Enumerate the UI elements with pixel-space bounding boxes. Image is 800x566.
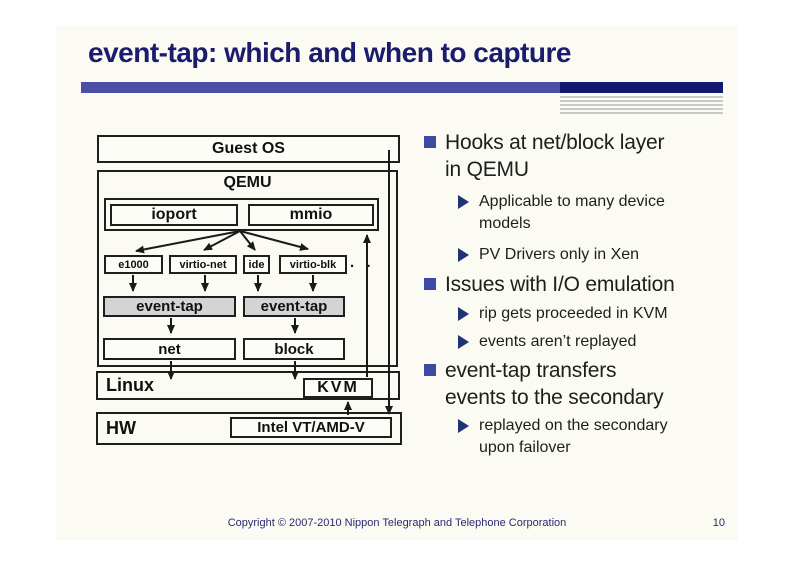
box-io-container <box>104 198 379 231</box>
event-tap-label: event-tap <box>260 298 328 315</box>
title-underline-right <box>560 82 723 93</box>
box-e1000: e1000 <box>104 255 163 274</box>
qemu-label: QEMU <box>223 174 272 191</box>
bullet-line: models <box>479 215 531 232</box>
box-virtio-blk: virtio-blk <box>279 255 347 274</box>
bullet-line: events to the secondary <box>445 386 664 409</box>
decor-line <box>560 108 723 110</box>
sub-bullet-item: PV Drivers only in Xen <box>479 244 639 266</box>
bullet-line: Hooks at net/block layer <box>445 131 665 154</box>
linux-label: Linux <box>106 375 154 395</box>
page-number: 10 <box>712 517 725 529</box>
intel-vt-label: Intel VT/AMD-V <box>257 419 365 436</box>
bullet-square-icon <box>424 278 436 290</box>
footer-copyright: Copyright © 2007-2010 Nippon Telegraph a… <box>227 517 567 529</box>
event-tap-label: event-tap <box>136 298 203 315</box>
bullet-line: in QEMU <box>445 158 529 181</box>
bullet-line: events aren’t replayed <box>479 333 637 350</box>
bullet-line: event-tap transfers <box>445 359 617 382</box>
slide: event-tap: which and when to capture Gue… <box>56 25 738 540</box>
box-kvm: KVM <box>303 378 373 398</box>
ioport-label: ioport <box>151 206 197 223</box>
bullet-line: rip gets proceeded in KVM <box>479 305 668 322</box>
box-net: net <box>103 338 236 360</box>
slide-title: event-tap: which and when to capture <box>88 37 571 68</box>
title-underline-left <box>81 82 560 93</box>
triangle-bullet-icon <box>458 195 469 209</box>
block-label: block <box>274 340 314 358</box>
triangle-bullet-icon <box>458 248 469 262</box>
bullet-line: replayed on the secondary <box>479 417 668 434</box>
kvm-label: KVM <box>317 379 359 396</box>
triangle-bullet-icon <box>458 419 469 433</box>
virtio-blk-label: virtio-blk <box>289 258 337 271</box>
bullet-item: event-tap transfers events to the second… <box>445 357 664 411</box>
decor-line <box>560 100 723 102</box>
ide-label: ide <box>248 258 265 271</box>
bullet-item: Issues with I/O emulation <box>445 271 675 298</box>
virtio-net-label: virtio-net <box>179 258 227 271</box>
triangle-bullet-icon <box>458 335 469 349</box>
box-guest-os: Guest OS <box>97 135 400 163</box>
box-mmio: mmio <box>248 204 374 226</box>
box-hw: HW <box>96 412 402 445</box>
decor-line <box>560 112 723 114</box>
box-linux: Linux <box>96 371 400 400</box>
box-qemu: QEMU <box>97 170 398 367</box>
box-intel-vt: Intel VT/AMD-V <box>230 417 392 438</box>
sub-bullet-item: Applicable to many device models <box>479 191 665 235</box>
bullet-line: PV Drivers only in Xen <box>479 246 640 263</box>
sub-bullet-item: rip gets proceeded in KVM <box>479 303 668 325</box>
mmio-label: mmio <box>289 206 333 223</box>
box-virtio-net: virtio-net <box>169 255 237 274</box>
bullet-item: Hooks at net/block layer in QEMU <box>445 129 665 183</box>
devices-ellipsis: . . <box>350 254 375 271</box>
bullet-line: upon failover <box>479 439 571 456</box>
triangle-bullet-icon <box>458 307 469 321</box>
sub-bullet-item: replayed on the secondary upon failover <box>479 415 668 459</box>
bullet-line: Issues with I/O emulation <box>445 273 675 296</box>
decor-line <box>560 96 723 98</box>
box-ide: ide <box>243 255 270 274</box>
hw-label: HW <box>106 418 136 438</box>
bullet-square-icon <box>424 136 436 148</box>
sub-bullet-item: events aren’t replayed <box>479 331 636 353</box>
bullet-line: Applicable to many device <box>479 193 665 210</box>
net-label: net <box>158 340 181 358</box>
e1000-label: e1000 <box>118 258 149 271</box>
decor-line <box>560 104 723 106</box>
box-event-tap-block: event-tap <box>243 296 345 317</box>
guest-os-label: Guest OS <box>212 140 285 157</box>
box-block: block <box>243 338 345 360</box>
box-event-tap-net: event-tap <box>103 296 236 317</box>
bullet-square-icon <box>424 364 436 376</box>
box-ioport: ioport <box>110 204 238 226</box>
